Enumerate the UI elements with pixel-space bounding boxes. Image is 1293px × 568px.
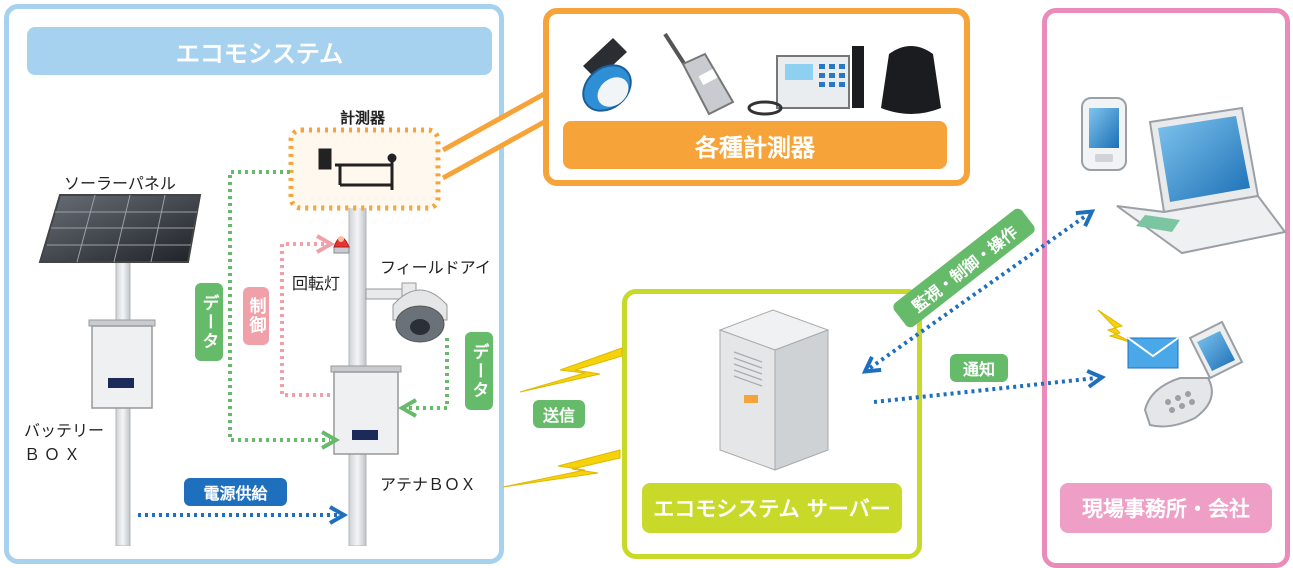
mobile-phone-icon [1143,320,1244,428]
data-tag-left: データ [195,283,223,361]
instruments-title: 各種計測器 [563,121,947,169]
server-title: エコモシステム サーバー [642,483,902,533]
data-right-arrow [397,338,449,418]
laptop-icon [1116,106,1287,255]
smartphone-icon [1081,97,1127,171]
notify-arrow [873,369,1106,404]
data-left-arrow [228,170,341,450]
battery-label-line2: ＢＯＸ [24,445,85,464]
instrument-callout-pointer [441,90,548,181]
solar-panel-label: ソーラーパネル [64,174,176,193]
mail-icon [1097,309,1179,369]
system-diagram [38,90,1287,546]
field-eye-label: フィールドアイ [380,258,491,277]
cylinder-sensor-icon [881,46,941,114]
battery-box-icon [88,319,156,409]
office-title: 現場事務所・会社 [1060,483,1272,533]
battery-label-line1: バッテリー [24,421,105,440]
sensor-probe-icon [582,38,632,112]
eco-system-title: エコモシステム [27,27,492,75]
power-supply-tag: 電源供給 [184,478,287,506]
measuring-device-frame [288,127,441,211]
signal-bolt-upper [519,347,623,393]
main-pole [348,154,367,546]
measuring-device-icon [318,148,397,190]
monitor-control-arrow [861,209,1096,374]
rotating-light-label: 回転灯 [292,274,341,293]
data-tag-right: データ [465,332,493,410]
antenna-box-icon [330,365,402,455]
instrument-icons [582,32,941,116]
solar-panel-icon [38,194,202,263]
signal-bolt-lower [502,449,621,488]
field-eye-camera-icon [365,282,448,343]
server-icon [718,309,830,471]
antenna-box-label: アテナＢＯＸ [380,475,477,494]
rotating-light-icon [333,236,350,254]
notify-tag: 通知 [950,354,1008,382]
transmit-tag: 送信 [533,400,585,428]
sound-level-meter-icon [663,32,735,116]
data-logger-icon [747,46,864,116]
measuring-device-label: 計測器 [340,109,386,127]
control-arrow [280,234,336,397]
control-tag: 制御 [243,287,269,345]
